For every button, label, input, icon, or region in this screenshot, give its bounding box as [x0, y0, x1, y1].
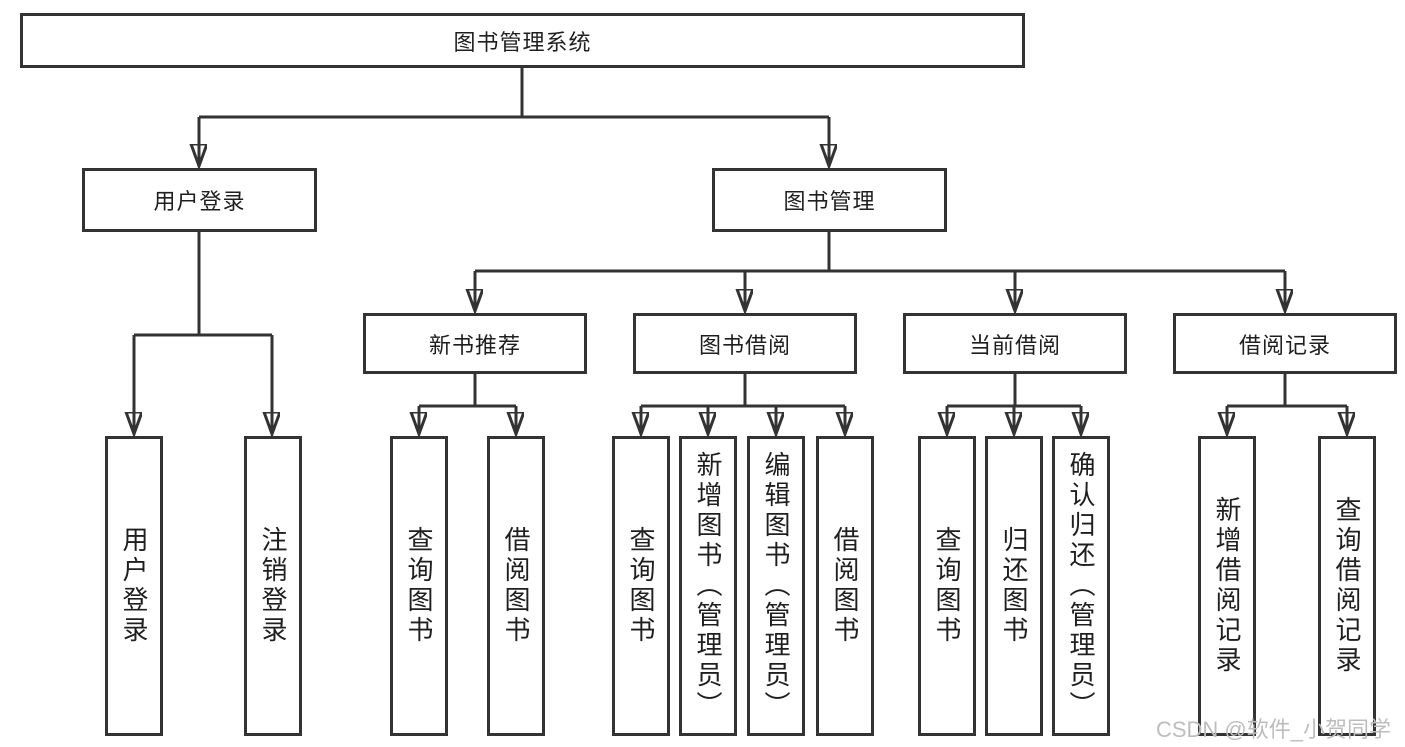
leaf-borrow-add-book-admin: 新增图书（管理员）	[679, 436, 737, 736]
connector-mgmt-to-level3	[475, 232, 1285, 311]
node-root-system: 图书管理系统	[20, 13, 1025, 68]
leaf-recommend-borrow-book: 借阅图书	[487, 436, 545, 736]
csdn-watermark: CSDN @软件_小贺同学	[1155, 717, 1391, 742]
node-new-book-recommend: 新书推荐	[363, 313, 587, 374]
leaf-recommend-query-book: 查询图书	[390, 436, 448, 736]
leaf-borrow-borrow-book: 借阅图书	[816, 436, 874, 736]
leaf-borrow-edit-book-admin: 编辑图书（管理员）	[747, 436, 805, 736]
connector-login-to-leaves	[134, 232, 272, 434]
leaf-records-add-record: 新增借阅记录	[1198, 436, 1256, 736]
node-user-login: 用户登录	[82, 168, 317, 232]
connector-borrow-to-leaves	[641, 374, 845, 434]
connector-records-to-leaves	[1227, 374, 1347, 434]
node-book-management: 图书管理	[712, 168, 947, 232]
leaf-user-login: 用户登录	[105, 436, 163, 736]
leaf-logout: 注销登录	[244, 436, 302, 736]
node-borrow-records: 借阅记录	[1173, 313, 1397, 374]
connector-root-to-level2	[199, 68, 829, 166]
connector-recommend-to-leaves	[419, 374, 516, 434]
leaf-borrow-query-book: 查询图书	[612, 436, 670, 736]
leaf-current-confirm-return-admin: 确认归还（管理员）	[1052, 436, 1110, 736]
node-current-borrow: 当前借阅	[903, 313, 1127, 374]
leaf-records-query-record: 查询借阅记录	[1318, 436, 1376, 736]
node-book-borrow: 图书借阅	[633, 313, 857, 374]
leaf-current-return-book: 归还图书	[985, 436, 1043, 736]
leaf-current-query-book: 查询图书	[918, 436, 976, 736]
connector-current-to-leaves	[947, 374, 1081, 434]
